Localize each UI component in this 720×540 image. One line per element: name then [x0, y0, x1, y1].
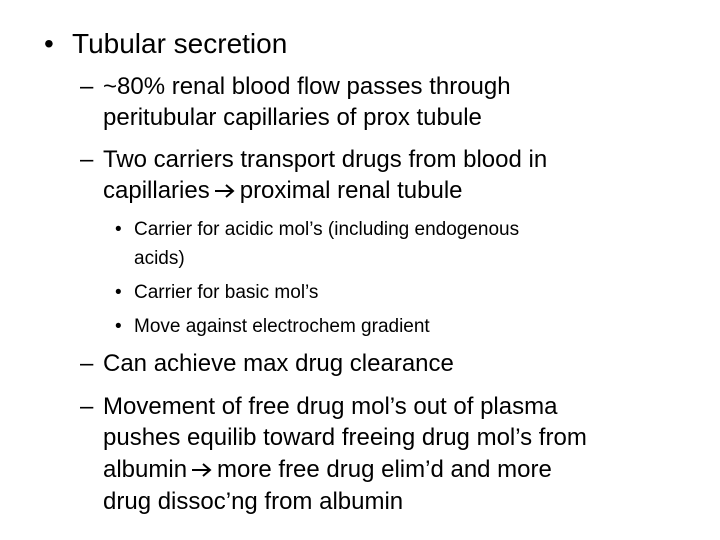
free-drug-text-line1: Movement of free drug mol’s out of plasm… — [103, 393, 558, 420]
dash-marker: – — [80, 393, 94, 420]
free-drug-text-line3: albumin more free drug elim’d and more — [103, 458, 552, 483]
carriers-text-line2-end: proximal renal tubule — [239, 177, 463, 204]
free-drug-text-line3-start: albumin — [103, 456, 188, 483]
sub-bullet-marker: • — [115, 219, 122, 240]
basic-carrier-text: Carrier for basic mol’s — [134, 282, 319, 303]
max-clearance-text: Can achieve max drug clearance — [103, 350, 454, 377]
right-arrow-icon — [191, 459, 213, 483]
carriers-text-line2: capillaries proximal renal tubule — [103, 179, 463, 204]
carriers-text-line1: Two carriers transport drugs from blood … — [103, 146, 548, 173]
renal-flow-text-line1: ~80% renal blood flow passes through — [103, 73, 511, 100]
heading-tubular-secretion: Tubular secretion — [72, 28, 288, 59]
sub-bullet-marker: • — [115, 282, 122, 303]
bullet-marker: • — [44, 28, 54, 59]
dash-marker: – — [80, 146, 94, 173]
renal-flow-text-line2: peritubular capillaries of prox tubule — [103, 104, 482, 131]
electrochem-gradient-text: Move against electrochem gradient — [134, 316, 430, 337]
free-drug-text-line2: pushes equilib toward freeing drug mol’s… — [103, 424, 587, 451]
right-arrow-icon — [214, 180, 236, 204]
free-drug-text-line4: drug dissoc’ng from albumin — [103, 488, 404, 515]
dash-marker: – — [80, 73, 94, 100]
acidic-carrier-text-line2: acids) — [134, 248, 185, 269]
carriers-text-line2-start: capillaries — [103, 177, 210, 204]
free-drug-text-line3-end: more free drug elim’d and more — [217, 456, 552, 483]
dash-marker: – — [80, 350, 94, 377]
acidic-carrier-text-line1: Carrier for acidic mol’s (including endo… — [134, 219, 520, 240]
sub-bullet-marker: • — [115, 316, 122, 337]
